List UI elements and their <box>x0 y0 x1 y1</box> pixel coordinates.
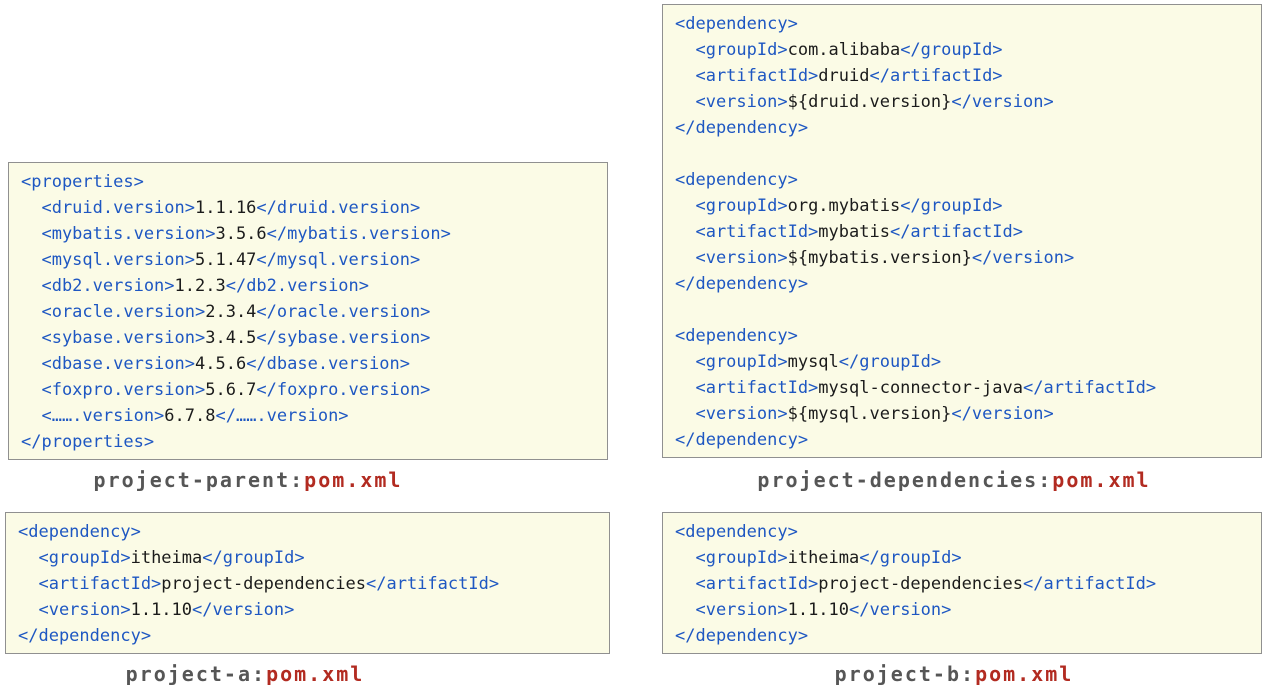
caption-project-dependencies-name: project-dependencies: <box>757 468 1053 492</box>
caption-project-parent-file: pom.xml <box>304 468 403 492</box>
caption-project-b-file: pom.xml <box>975 662 1074 686</box>
code-block-project-a-pom: <dependency> <groupId>itheima</groupId> … <box>5 512 610 654</box>
caption-project-parent-name: project-parent: <box>93 468 305 492</box>
caption-project-dependencies-file: pom.xml <box>1052 468 1151 492</box>
caption-project-b-name: project-b: <box>834 662 976 686</box>
caption-project-b: project-b:pom.xml <box>662 658 1246 690</box>
code-block-project-dependencies-pom: <dependency> <groupId>com.alibaba</group… <box>662 4 1262 458</box>
caption-project-parent: project-parent:pom.xml <box>8 464 488 496</box>
caption-project-a-file: pom.xml <box>266 662 365 686</box>
code-block-project-parent-pom: <properties> <druid.version>1.1.16</drui… <box>8 162 608 460</box>
caption-project-a: project-a:pom.xml <box>5 658 485 690</box>
code-block-project-b-pom: <dependency> <groupId>itheima</groupId> … <box>662 512 1262 654</box>
caption-project-dependencies: project-dependencies:pom.xml <box>662 464 1246 496</box>
caption-project-a-name: project-a: <box>125 662 267 686</box>
